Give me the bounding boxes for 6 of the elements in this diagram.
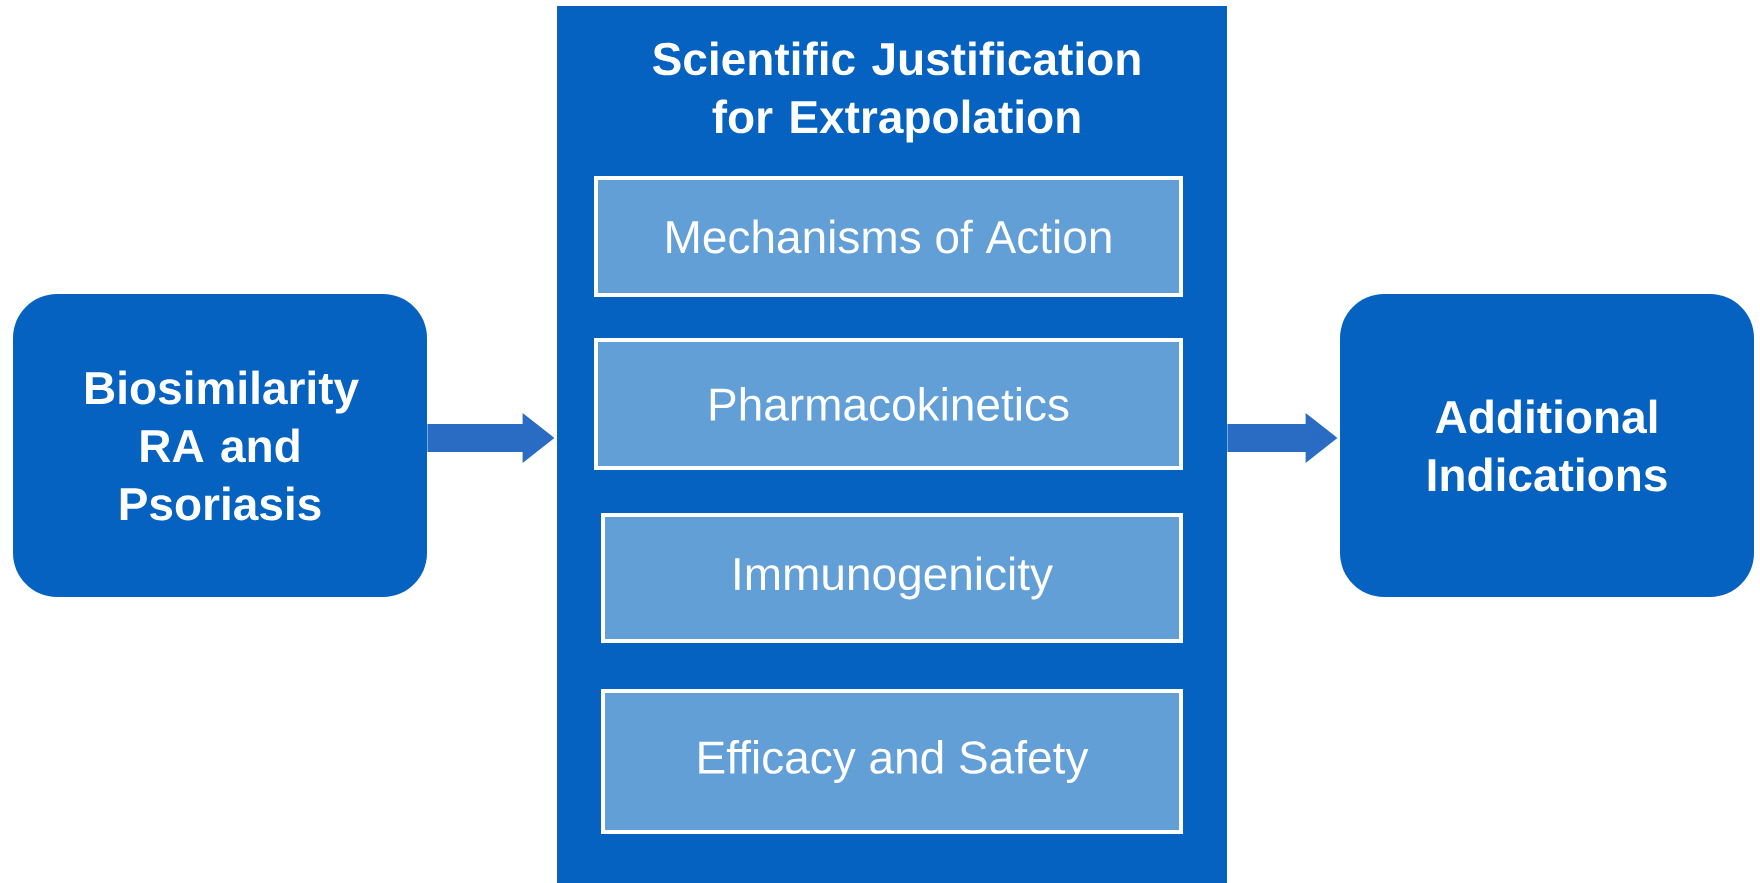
process-box: Mechanisms of Action	[594, 176, 1183, 297]
process-box: Pharmacokinetics	[594, 338, 1183, 470]
rounded-box: Additional Indications	[1340, 294, 1755, 597]
rounded-box: Biosimilarity RA and Psoriasis	[13, 294, 427, 597]
process-box: Immunogenicity	[601, 513, 1183, 643]
process-box: Efficacy and Safety	[601, 689, 1183, 834]
